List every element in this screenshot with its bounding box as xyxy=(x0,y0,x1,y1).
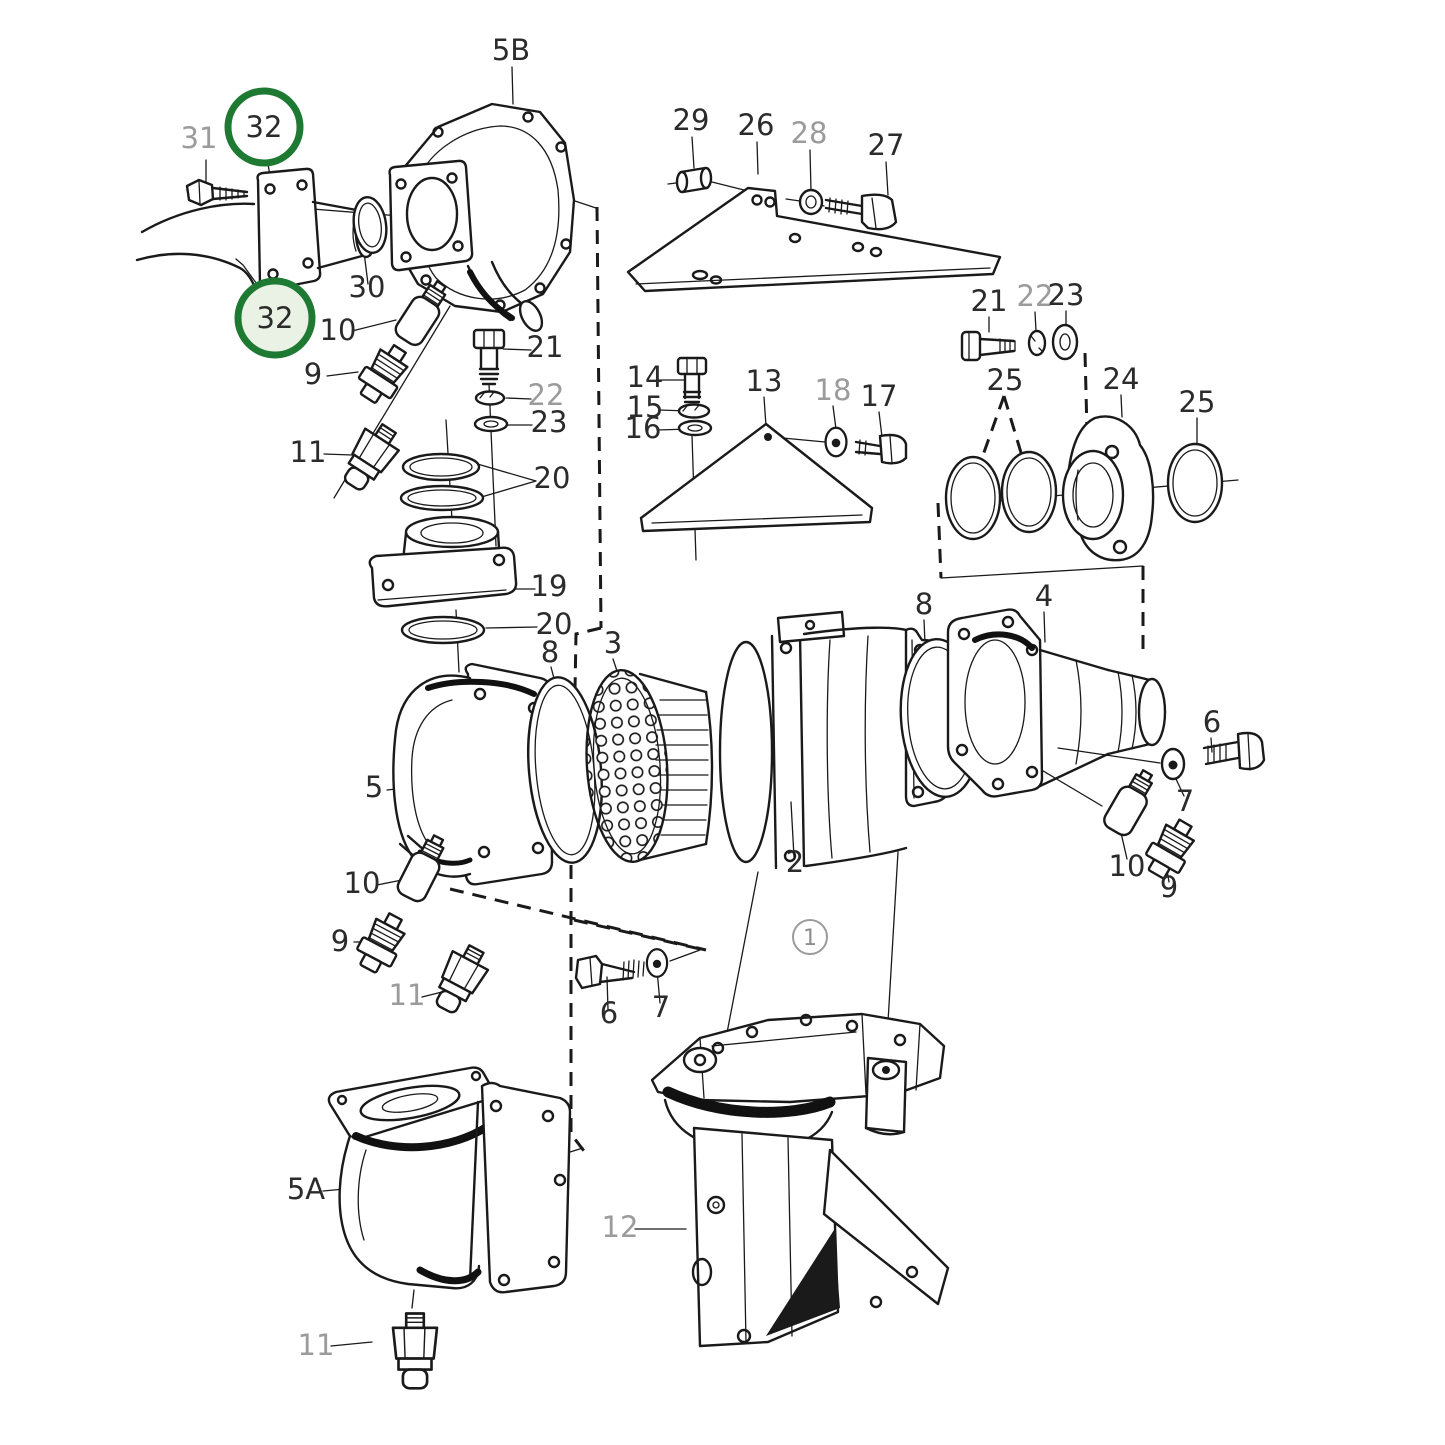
callout-10-top: 10 xyxy=(320,313,357,347)
part-orings-25-pair xyxy=(944,450,1058,541)
part-bolt-27 xyxy=(824,193,898,231)
part-bolt-17 xyxy=(854,433,908,465)
callout-20-single: 20 xyxy=(536,607,573,641)
dashed-assembly-lines xyxy=(449,206,1145,1152)
part-washer-16 xyxy=(677,419,713,437)
part-bolt-6-right xyxy=(1202,731,1266,771)
part-bolt-31 xyxy=(185,178,249,207)
part-sensor-11-top xyxy=(334,416,408,498)
highlight-label-32-lower: 32 xyxy=(257,301,294,335)
callout-9-top: 9 xyxy=(304,357,322,391)
callout-3: 3 xyxy=(604,626,622,660)
callout-5B: 5B xyxy=(492,33,530,67)
part-washer-23-left xyxy=(473,415,509,433)
callout-23-right: 23 xyxy=(1048,278,1085,312)
part-washer-7-right xyxy=(1160,747,1186,781)
callout-7-bottom: 7 xyxy=(652,990,670,1024)
highlight-circle-32-upper xyxy=(224,87,304,167)
part-spacer-29 xyxy=(667,166,713,194)
callout-24: 24 xyxy=(1103,362,1140,396)
callout-12: 12 xyxy=(602,1210,639,1244)
callout-10-right: 10 xyxy=(1109,849,1146,883)
part-bolt-6-bottom xyxy=(574,954,645,990)
part-lockwasher-15 xyxy=(677,403,711,419)
part-bolt-21-left xyxy=(472,328,506,386)
part-oring-30 xyxy=(352,195,388,255)
callout-21-left: 21 xyxy=(527,330,564,364)
callout-25-pair: 25 xyxy=(987,363,1024,397)
callout-18: 18 xyxy=(815,373,852,407)
part-orings-20-pair xyxy=(399,452,485,512)
callout-2: 2 xyxy=(786,845,804,879)
part-cylinder-10-right xyxy=(1099,764,1162,840)
callout-11-bottom: 11 xyxy=(298,1328,335,1362)
highlight-label-32-upper: 32 xyxy=(246,110,283,144)
callout-7-right: 7 xyxy=(1176,784,1194,818)
callout-15: 15 xyxy=(627,390,664,424)
callout-5: 5 xyxy=(365,770,383,804)
callout-4: 4 xyxy=(1035,579,1053,613)
part-plug-9-mid xyxy=(349,906,414,979)
callout-23-left: 23 xyxy=(531,405,568,439)
callout-21-right: 21 xyxy=(971,284,1008,318)
callout-17: 17 xyxy=(861,379,898,413)
part-housing-19 xyxy=(368,515,518,608)
callout-16: 16 xyxy=(625,411,662,445)
callout-19: 19 xyxy=(531,569,568,603)
callout-8-left: 8 xyxy=(541,635,559,669)
callout-22-left: 22 xyxy=(528,378,565,412)
part-oring-25-single xyxy=(1166,442,1224,524)
callout-25-single: 25 xyxy=(1179,385,1216,419)
part-lockwasher-22-left xyxy=(474,390,506,406)
callout-6-right: 6 xyxy=(1203,705,1221,739)
part-bolt-21-right xyxy=(960,330,1016,362)
callout-27: 27 xyxy=(868,128,905,162)
highlight-circle-32-lower xyxy=(234,277,316,359)
part-plug-9-top xyxy=(350,337,418,411)
callout-6-bottom: 6 xyxy=(600,996,618,1030)
part-sensor-11-bottom xyxy=(391,1312,439,1390)
part-washer-18 xyxy=(824,426,848,458)
part-oring-20-single xyxy=(400,615,486,645)
callout-13: 13 xyxy=(746,364,783,398)
callout-9-mid: 9 xyxy=(331,924,349,958)
part-bracket-13 xyxy=(639,422,874,533)
part-end-cap-24 xyxy=(1061,415,1155,562)
callout-5A: 5A xyxy=(287,1172,325,1206)
ref-label-1: 1 xyxy=(803,926,817,951)
part-bracket-12 xyxy=(650,1012,950,1348)
callout-8-right: 8 xyxy=(915,587,933,621)
part-sensor-11-mid xyxy=(425,938,496,1020)
part-bolt-14 xyxy=(676,356,708,404)
part-housing-5a xyxy=(327,1066,572,1309)
part-washer-23-right xyxy=(1051,323,1079,361)
part-elbow-pipe-32 xyxy=(135,167,378,292)
callout-10-mid: 10 xyxy=(344,866,381,900)
callout-22-right: 22 xyxy=(1017,279,1054,313)
callout-20-pair: 20 xyxy=(534,461,571,495)
part-tube-stack-3 xyxy=(585,668,714,864)
callout-30: 30 xyxy=(349,270,386,304)
callout-9-right: 9 xyxy=(1160,870,1178,904)
callout-28: 28 xyxy=(791,116,828,150)
part-nut-28 xyxy=(798,188,824,216)
callout-14: 14 xyxy=(627,360,664,394)
callout-26: 26 xyxy=(738,108,775,142)
part-washer-7-bottom xyxy=(645,948,669,978)
part-bracket-26 xyxy=(626,186,1002,293)
ref-circle-1 xyxy=(792,919,828,955)
callout-11-mid: 11 xyxy=(389,978,426,1012)
part-cover-4 xyxy=(946,608,1167,798)
part-lockwasher-22-right xyxy=(1027,329,1047,357)
part-cover-5b xyxy=(388,102,576,332)
callout-29: 29 xyxy=(673,103,710,137)
callout-31: 31 xyxy=(181,121,218,155)
callout-11-top: 11 xyxy=(290,435,327,469)
